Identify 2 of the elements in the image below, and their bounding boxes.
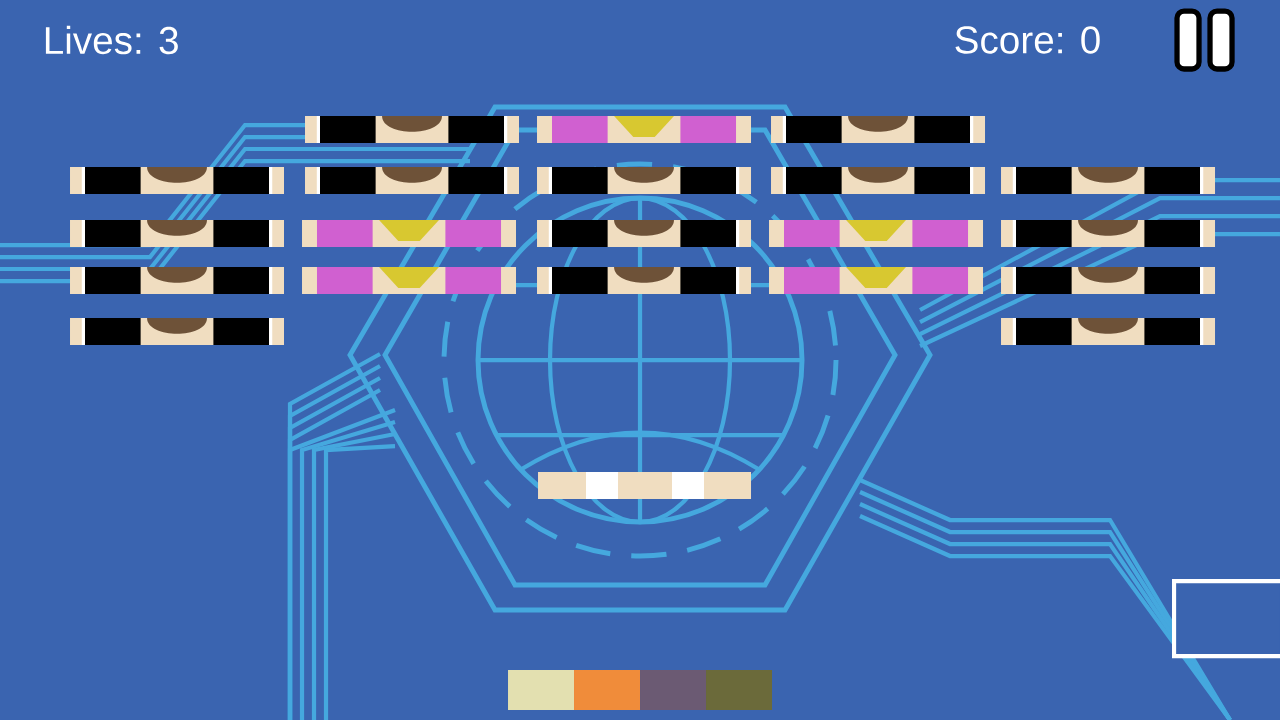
- score-text: Score: 0: [955, 26, 1100, 54]
- score-text: Lives: 3: [45, 25, 178, 55]
